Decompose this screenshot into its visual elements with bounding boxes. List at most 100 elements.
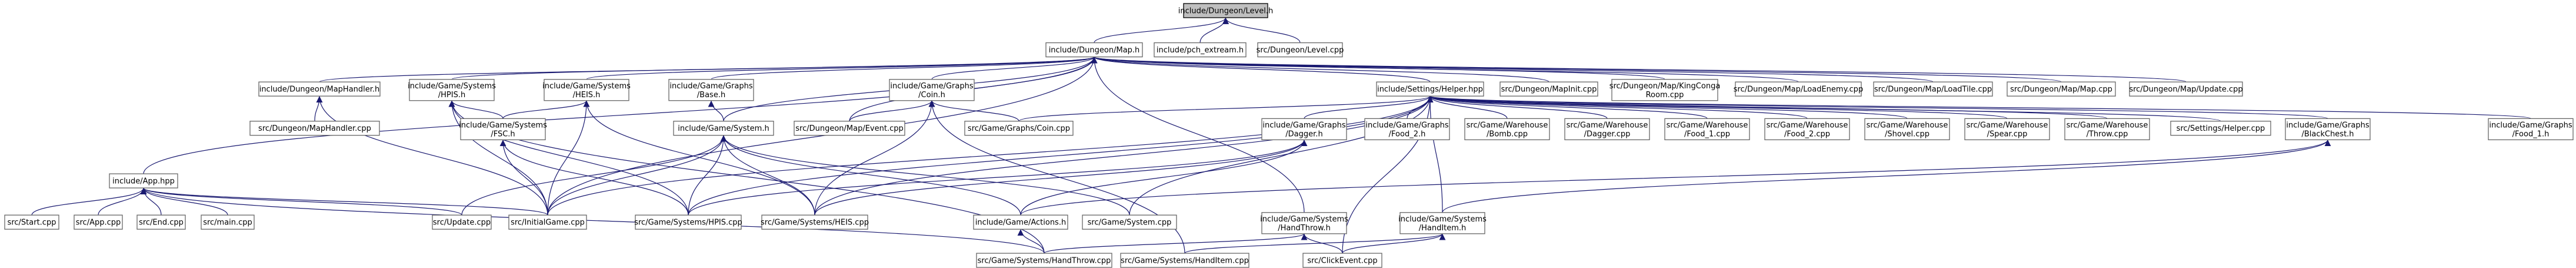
node-pch[interactable]: include/pch_extream.h (1154, 42, 1247, 58)
node-mapinit[interactable]: src/Dungeon/MapInit.cpp (1499, 81, 1598, 97)
node-handitem-h[interactable]: include/Game/Systems/HandItem.h (1398, 212, 1487, 234)
node-box (1464, 118, 1550, 141)
dependency-edge (720, 135, 815, 216)
node-helpercpp[interactable]: src/Settings/Helper.cpp (2170, 121, 2271, 136)
node-maphandler-h[interactable]: include/Dungeon/MapHandler.h (258, 81, 381, 97)
node-box (1082, 214, 1177, 230)
dependency-edge (314, 96, 323, 121)
node-heiscpp[interactable]: src/Game/Systems/HEIS.cpp (761, 214, 869, 230)
dependency-edge (1044, 233, 1308, 254)
dependency-edge (708, 100, 724, 121)
dependency-edge (547, 100, 590, 216)
node-initialgame[interactable]: src/InitialGame.cpp (508, 214, 587, 230)
node-box (976, 253, 1112, 268)
node-maincpp[interactable]: src/main.cpp (201, 214, 255, 230)
node-loadtile[interactable]: src/Dungeon/Map/LoadTile.cpp (1873, 81, 1993, 97)
dependency-edge (140, 187, 462, 216)
node-actions-h[interactable]: include/Game/Actions.h (973, 214, 1068, 230)
node-label: src/Game/Warehouse (1667, 121, 1748, 130)
node-label: include/Game/Systems (1260, 215, 1348, 224)
node-box (1261, 118, 1347, 141)
node-dagger-h[interactable]: include/Game/Graphs/Dagger.h (1261, 118, 1347, 141)
node-coin-h[interactable]: include/Game/Graphs/Coin.h (889, 79, 975, 101)
node-start[interactable]: src/Start.cpp (4, 214, 59, 230)
node-box (1120, 253, 1249, 268)
dependency-edge (1427, 95, 2328, 119)
node-label: src/Game/Warehouse (1567, 121, 1648, 130)
node-app-hpp[interactable]: include/App.hpp (109, 173, 178, 188)
node-fsc-h[interactable]: include/Game/Systems/FSC.h (459, 118, 547, 141)
node-wdagger[interactable]: src/Game/Warehouse/Dagger.cpp (1564, 118, 1650, 141)
node-blackchest[interactable]: include/Game/Graphs/BlackChest.h (2285, 118, 2371, 141)
node-bomb[interactable]: src/Game/Warehouse/Bomb.cpp (1464, 118, 1550, 141)
dependency-edge (502, 100, 590, 119)
node-label: src/Dungeon/MapInit.cpp (1501, 85, 1597, 94)
node-box (668, 79, 754, 101)
node-updatecpp[interactable]: src/Update.cpp (432, 214, 492, 230)
dependency-edge (1091, 57, 1934, 82)
node-label: /Food_2.cpp (1784, 130, 1830, 138)
node-label: include/Game/Graphs (669, 82, 752, 91)
node-food2cpp[interactable]: src/Game/Warehouse/Food_2.cpp (1764, 118, 1850, 141)
node-handthrow-h[interactable]: include/Game/Systems/HandThrow.h (1260, 212, 1348, 234)
dependency-edge (814, 96, 1434, 216)
node-label: src/Dungeon/Map/Event.cpp (795, 124, 904, 133)
node-level-cpp[interactable]: src/Dungeon/Level.cpp (1257, 42, 1344, 58)
node-label: include/App.hpp (112, 177, 175, 186)
dependency-edge (1020, 140, 2331, 216)
node-map-h[interactable]: include/Dungeon/Map.h (1045, 42, 1143, 58)
node-label: /BlackChest.h (2301, 130, 2354, 138)
node-label: include/Game/Graphs (1262, 121, 1345, 130)
node-label: include/Dungeon/Map.h (1049, 46, 1140, 55)
node-label: /HandItem.h (1419, 224, 1467, 233)
node-shovel[interactable]: src/Game/Warehouse/Shovel.cpp (1864, 118, 1950, 141)
node-handitemcpp[interactable]: src/Game/Systems/HandItem.cpp (1120, 253, 1249, 268)
node-label: src/App.cpp (76, 219, 121, 227)
dependency-edge (461, 135, 727, 216)
node-label: include/Game/System.h (678, 124, 769, 133)
node-mapupdate[interactable]: src/Dungeon/Map/Update.cpp (2129, 81, 2243, 97)
node-label: /HPIS.h (438, 91, 465, 100)
node-mapcpp[interactable]: src/Dungeon/Map/Map.cpp (2007, 81, 2116, 97)
node-label: /HEIS.h (573, 91, 601, 100)
node-label: src/Dungeon/MapHandler.cpp (258, 124, 371, 133)
node-food1cpp[interactable]: src/Game/Warehouse/Food_1.cpp (1664, 118, 1750, 141)
node-maphandler-cpp[interactable]: src/Dungeon/MapHandler.cpp (249, 121, 380, 136)
node-endcpp[interactable]: src/End.cpp (136, 214, 186, 230)
node-hpis-h[interactable]: include/Game/Systems/HPIS.h (408, 79, 496, 101)
node-box (544, 79, 629, 101)
node-label: src/Game/System.cpp (1088, 219, 1172, 227)
node-coincpp[interactable]: src/Game/Graphs/Coin.cpp (964, 121, 1074, 136)
node-base-h[interactable]: include/Game/Graphs/Base.h (668, 79, 754, 101)
node-spear[interactable]: src/Game/Warehouse/Spear.cpp (1964, 118, 2050, 141)
node-heis-h[interactable]: include/Game/Systems/HEIS.h (542, 79, 631, 101)
node-systemcpp[interactable]: src/Game/System.cpp (1082, 214, 1177, 230)
node-label: src/Dungeon/Map/LoadEnemy.cpp (1734, 85, 1863, 94)
node-food1h[interactable]: include/Game/Graphs/Food_1.h (2488, 118, 2574, 141)
node-mapevent[interactable]: src/Dungeon/Map/Event.cpp (794, 121, 905, 136)
node-box (1257, 42, 1343, 58)
node-settings-hpp[interactable]: include/Settings/Helper.hpp (1376, 81, 1484, 97)
node-food2h[interactable]: include/Game/Graphs/Food_2.h (1364, 118, 1450, 141)
node-handthrowcpp[interactable]: src/Game/Systems/HandThrow.cpp (976, 253, 1112, 268)
dependency-edge (1091, 57, 2062, 82)
node-clickevent[interactable]: src/ClickEvent.cpp (1302, 253, 1382, 268)
node-label: src/Settings/Helper.cpp (2177, 124, 2265, 133)
node-level-h[interactable]: include/Dungeon/Level.h (1178, 3, 1273, 18)
node-throw[interactable]: src/Game/Warehouse/Throw.cpp (2064, 118, 2150, 141)
node-appcpp[interactable]: src/App.cpp (74, 214, 123, 230)
node-box (432, 214, 492, 230)
dependency-edge (1301, 233, 1343, 254)
node-label: include/Game/Graphs (2489, 121, 2572, 130)
node-hpiscpp[interactable]: src/Game/Systems/HPIS.cpp (634, 214, 742, 230)
node-box (1154, 42, 1247, 58)
node-box (2285, 118, 2371, 141)
node-box (889, 79, 975, 101)
node-loadenemy[interactable]: src/Dungeon/Map/LoadEnemy.cpp (1734, 81, 1863, 97)
node-label: /FSC.h (491, 130, 515, 138)
node-box (1964, 118, 2050, 141)
node-label: include/Settings/Helper.hpp (1377, 85, 1483, 94)
node-system-h[interactable]: include/Game/System.h (673, 121, 774, 136)
